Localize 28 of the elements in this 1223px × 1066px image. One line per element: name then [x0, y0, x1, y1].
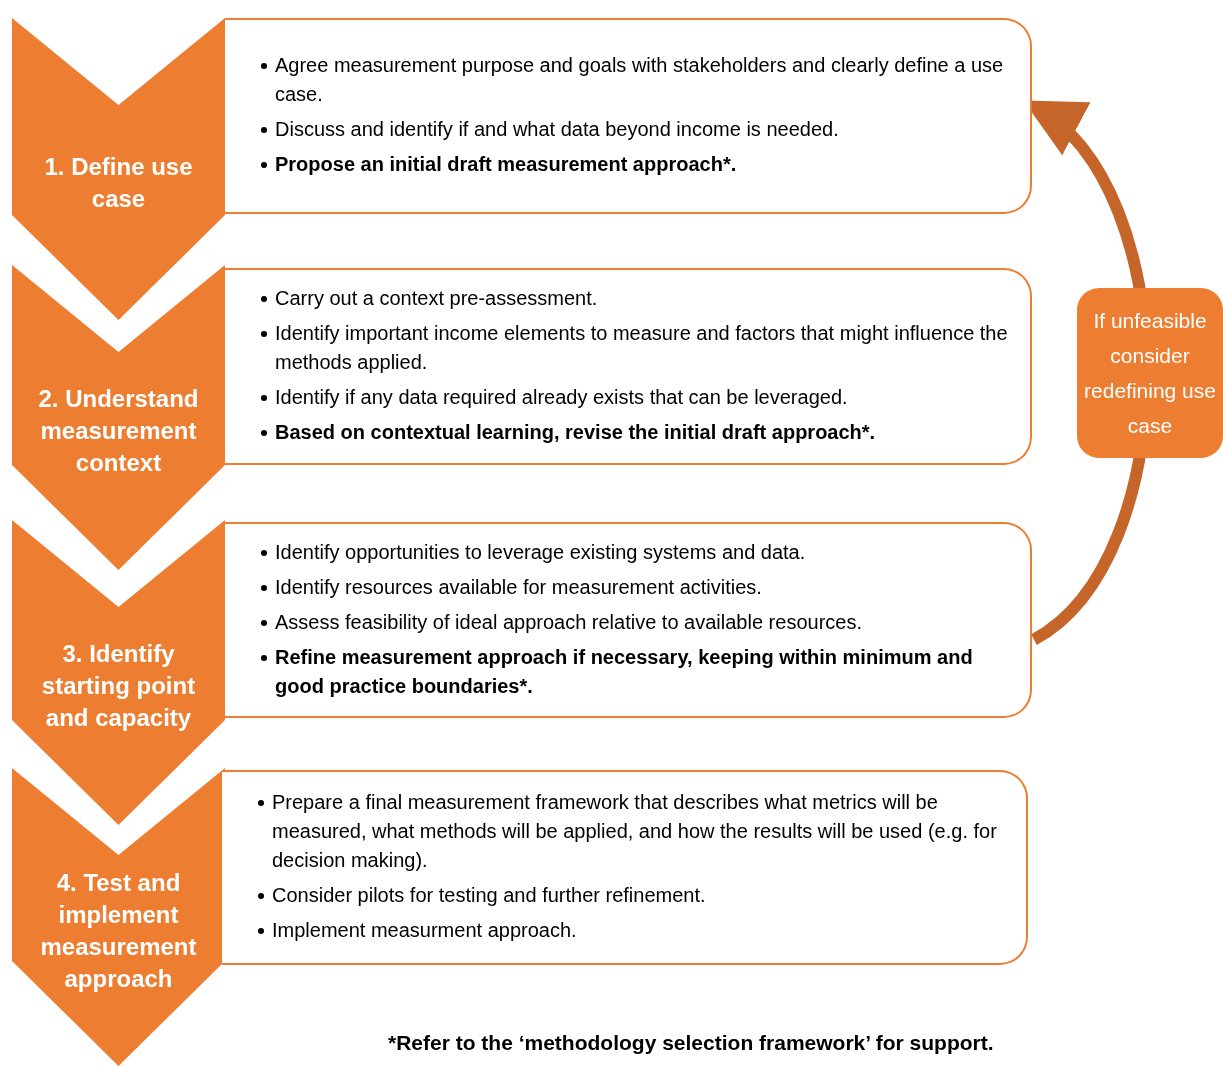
- step-title: 3. Identify starting point and capacity: [40, 639, 197, 733]
- bullet-text: Agree measurement purpose and goals with stakeholders and clearly define a use case.: [275, 53, 1005, 107]
- bullet-text: Discuss and identify if and what data beyond income is needed.: [275, 117, 839, 142]
- step-box: [225, 268, 1032, 465]
- chevron-step: [12, 768, 225, 1066]
- edge-label: If unfeasible consider redefining use case: [1083, 307, 1217, 439]
- bullet-text: Consider pilots for testing and further refinement.: [272, 883, 706, 908]
- bullet-text: Carry out a context pre-assessment.: [275, 286, 598, 311]
- bullet-text: Identify opportunities to leverage existing systems and data.: [275, 539, 806, 565]
- bullet-text: Identify resources available for measurement activities.: [275, 574, 762, 600]
- step-box: [225, 522, 1032, 718]
- step-box: [222, 770, 1028, 965]
- bullet-text: Refine measurement approach if necessary, keeping within minimum and good practice boundaries*.: [275, 644, 974, 699]
- step-title: 1. Define use case: [43, 151, 194, 214]
- chevron-step: [12, 18, 225, 320]
- chevron-step: [12, 265, 225, 570]
- chevron-step: [12, 520, 225, 825]
- bullet-text: Identify important income elements to measure and factors that might influence the methods applied.: [275, 321, 1009, 375]
- bullet-text: Identify if any data required already exists that can be leveraged.: [275, 385, 848, 410]
- bullet-text: Propose an initial draft measurement approach*.: [275, 152, 737, 177]
- step-title: 2. Understand measurement context: [37, 384, 200, 478]
- bullet-text: Implement measurment approach.: [272, 918, 577, 943]
- caption: *Refer to the ‘methodology selection framework’ for support.: [388, 1031, 994, 1055]
- bullet-text: Prepare a final measurement framework that describes what metrics will be measured, what methods will be applied, and how the results will be used (e.g. for decision making).: [272, 790, 998, 873]
- step-title: 4. Test and implement measurement approach: [39, 867, 198, 994]
- bullet-text: Based on contextual learning, revise the initial draft approach*.: [275, 420, 876, 445]
- bullet-text: Assess feasibility of ideal approach relative to available resources.: [275, 609, 862, 635]
- step-box: [225, 18, 1032, 214]
